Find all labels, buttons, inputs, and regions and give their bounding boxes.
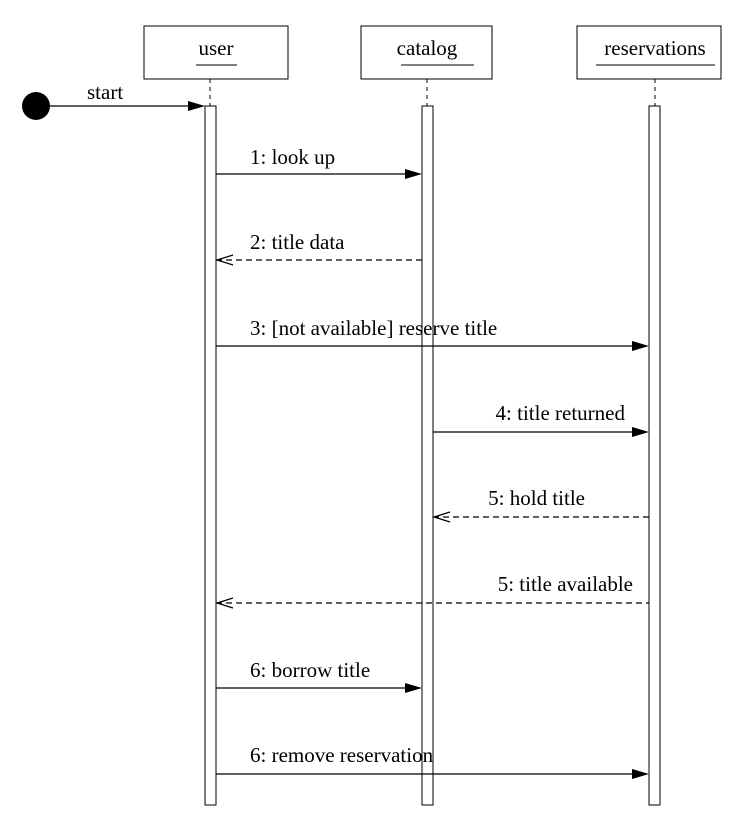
message-label: 1: look up	[250, 145, 335, 169]
object-catalog: catalog	[360, 25, 493, 806]
open-arrowhead-icon	[214, 597, 234, 609]
message-label: 4: title returned	[496, 401, 626, 425]
start-message: start	[22, 80, 205, 120]
object-user: user	[143, 25, 289, 806]
message-5-hold: 5: hold title	[431, 486, 649, 523]
open-arrowhead-icon	[214, 254, 234, 266]
message-label: 6: borrow title	[250, 658, 370, 682]
filled-arrowhead-icon	[632, 427, 649, 437]
initial-node-icon	[22, 92, 50, 120]
filled-arrowhead-icon	[188, 101, 205, 111]
message-4: 4: title returned	[433, 401, 649, 437]
object-name-reservations: reservations	[604, 36, 705, 60]
message-label: 5: title available	[498, 572, 633, 596]
message-6-remove: 6: remove reservation	[216, 743, 649, 779]
activation-bar-reservations	[648, 105, 661, 806]
message-1: 1: look up	[216, 145, 422, 179]
object-box	[143, 25, 289, 80]
object-name-user: user	[199, 36, 234, 60]
message-label: 6: remove reservation	[250, 743, 434, 767]
message-label: 2: title data	[250, 230, 345, 254]
filled-arrowhead-icon	[405, 169, 422, 179]
message-3: 3: [not available] reserve title	[216, 316, 649, 351]
start-label: start	[87, 80, 123, 104]
activation-bar-user	[204, 105, 217, 806]
object-box	[576, 25, 722, 80]
message-label: 5: hold title	[488, 486, 585, 510]
message-2: 2: title data	[214, 230, 422, 266]
object-box	[360, 25, 493, 80]
object-name-catalog: catalog	[397, 36, 458, 60]
message-6-borrow: 6: borrow title	[216, 658, 422, 693]
filled-arrowhead-icon	[632, 769, 649, 779]
filled-arrowhead-icon	[405, 683, 422, 693]
activation-bar-catalog	[421, 105, 434, 806]
filled-arrowhead-icon	[632, 341, 649, 351]
message-5-available: 5: title available	[214, 572, 649, 609]
message-label: 3: [not available] reserve title	[250, 316, 497, 340]
object-reservations: reservations	[576, 25, 722, 806]
open-arrowhead-icon	[431, 511, 451, 523]
